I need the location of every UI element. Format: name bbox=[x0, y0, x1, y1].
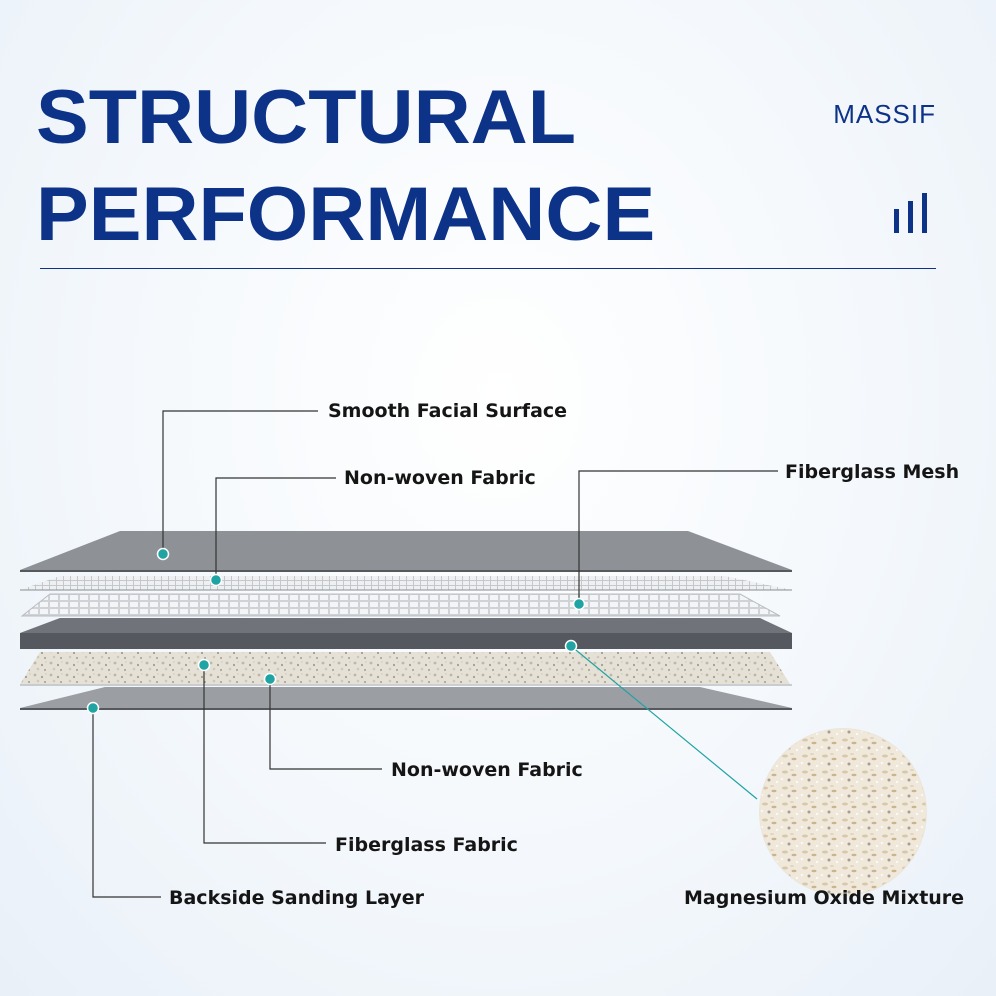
magnesium-oxide-closeup bbox=[759, 728, 927, 896]
layer-fiberglass-mesh bbox=[20, 593, 781, 617]
label-magnesium-oxide-mixture: Magnesium Oxide Mixture bbox=[684, 887, 964, 909]
label-smooth-facial-surface: Smooth Facial Surface bbox=[328, 400, 567, 422]
layer-magnesium-oxide bbox=[20, 652, 790, 684]
page-title-line-1: STRUCTURAL bbox=[36, 75, 577, 160]
callout-dot-fiberglass-fabric bbox=[197, 658, 211, 672]
header-divider bbox=[40, 268, 936, 269]
label-backside-sanding-layer: Backside Sanding Layer bbox=[169, 887, 425, 909]
layer-core-board bbox=[20, 618, 792, 633]
callout-dot-smooth-facial-surface bbox=[156, 547, 170, 561]
callout-dots bbox=[86, 547, 586, 715]
callout-dot-non-woven-fabric-top bbox=[209, 573, 223, 587]
callout-dot-non-woven-fabric-bottom bbox=[263, 672, 277, 686]
label-non-woven-fabric-bottom: Non-woven Fabric bbox=[391, 759, 583, 781]
layer-non-woven-fabric-top bbox=[20, 576, 792, 590]
layer-backside-sanding bbox=[20, 687, 792, 708]
page-title-line-2: PERFORMANCE bbox=[36, 172, 656, 257]
label-fiberglass-mesh: Fiberglass Mesh bbox=[785, 461, 959, 483]
signal-bars-icon bbox=[894, 193, 927, 233]
callout-dot-fiberglass-mesh bbox=[572, 597, 586, 611]
brand-name: MASSIF bbox=[833, 99, 936, 129]
callout-dot-backside-sanding bbox=[86, 701, 100, 715]
label-non-woven-fabric-top: Non-woven Fabric bbox=[344, 467, 536, 489]
callout-dot-magnesium-oxide bbox=[564, 639, 578, 653]
label-fiberglass-fabric: Fiberglass Fabric bbox=[335, 834, 518, 856]
layer-smooth-facial-surface bbox=[20, 531, 792, 570]
